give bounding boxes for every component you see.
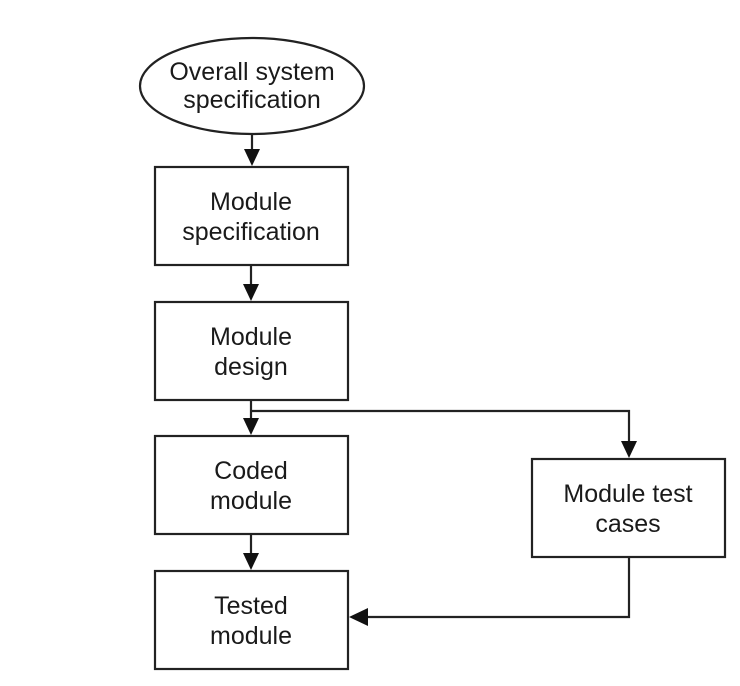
arrowhead-down <box>621 441 637 458</box>
arrowhead-down <box>243 284 259 301</box>
arrowhead-down <box>244 149 260 166</box>
module-spec-label-line2: specification <box>182 218 320 246</box>
module-spec-box <box>153 165 350 267</box>
module-design-label-line2: design <box>214 353 288 381</box>
arrow-design-to-test-cases <box>251 409 637 458</box>
node-module-design: Module design <box>153 300 350 402</box>
module-design-label-line1: Module <box>210 323 292 351</box>
overall-spec-label-line2: specification <box>183 86 321 114</box>
arrowhead-left <box>349 608 368 626</box>
coded-module-label-line1: Coded <box>214 457 288 485</box>
arrow-coded-to-tested-module <box>243 534 259 570</box>
test-cases-label-line2: cases <box>595 510 660 538</box>
node-module-test-cases: Module test cases <box>530 457 727 559</box>
node-coded-module: Coded module <box>153 434 350 536</box>
test-cases-box <box>530 457 727 559</box>
node-tested-module: Tested module <box>153 569 350 671</box>
module-design-box <box>153 300 350 402</box>
tested-module-label-line1: Tested <box>214 592 288 620</box>
arrow-module-spec-to-design <box>243 265 259 301</box>
tested-module-label-line2: module <box>210 622 292 650</box>
arrow-overall-to-module-spec <box>244 134 260 166</box>
overall-spec-label-line1: Overall system <box>169 58 334 86</box>
coded-module-label-line2: module <box>210 487 292 515</box>
arrow-design-to-coded-module <box>243 400 259 435</box>
arrowhead-down <box>243 553 259 570</box>
arrowhead-down <box>243 418 259 435</box>
tested-module-box <box>153 569 350 671</box>
arrow-test-cases-to-tested-module <box>349 557 631 626</box>
coded-module-box <box>153 434 350 536</box>
module-spec-label-line1: Module <box>210 188 292 216</box>
node-module-specification: Module specification <box>153 165 350 267</box>
test-cases-label-line1: Module test <box>563 480 692 508</box>
node-overall-system-specification: Overall system specification <box>138 36 366 136</box>
